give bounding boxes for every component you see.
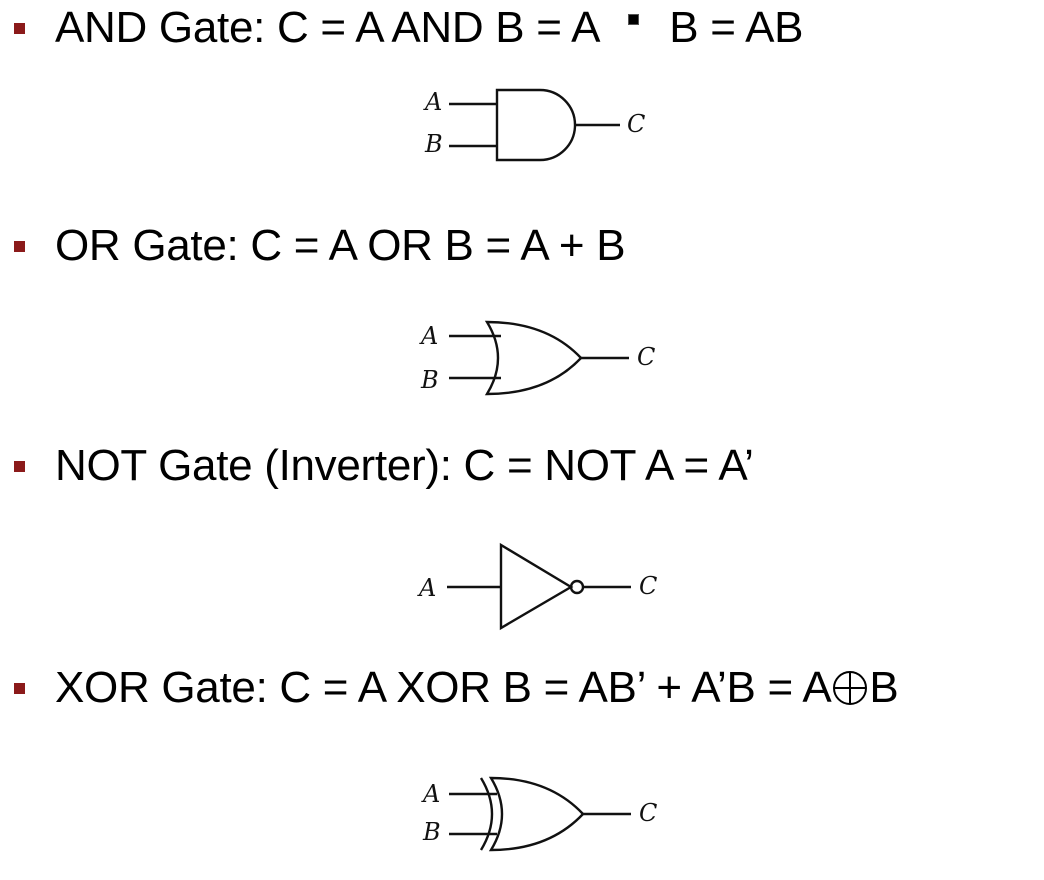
- not-gate-symbol: [499, 542, 574, 631]
- filled-square-operator-icon: [628, 13, 640, 25]
- and-input-a-label: A: [423, 88, 442, 116]
- xor-gate-symbol: [488, 776, 585, 852]
- square-bullet-icon: [14, 682, 25, 694]
- square-bullet-icon: [14, 460, 25, 472]
- not-gate-equation: NOT Gate (Inverter): C = NOT A = A’: [55, 441, 754, 490]
- and-output-c-label: C: [627, 110, 645, 138]
- xor-gate-diagram: A B C: [415, 772, 675, 860]
- and-gate-symbol: [495, 88, 577, 162]
- xor-equation-text: XOR Gate: C = A XOR B = AB’ + A’B = A: [55, 663, 832, 712]
- or-gate-equation: OR Gate: C = A OR B = A + B: [55, 221, 626, 270]
- or-input-a-label: A: [419, 322, 438, 350]
- not-gate-line: NOT Gate (Inverter): C = NOT A = A’: [14, 438, 754, 494]
- xor-gate-line: XOR Gate: C = A XOR B = AB’ + A’B = A B: [14, 660, 899, 716]
- circled-plus-operator-icon: [833, 671, 868, 705]
- not-output-c-label: C: [639, 572, 657, 600]
- xor-input-a-label: A: [421, 780, 440, 808]
- and-gate-line: AND Gate: C = A AND B = A B = AB: [14, 0, 803, 56]
- and-equation-text: AND Gate: C = A AND B = A: [55, 3, 601, 52]
- and-gate-diagram: A B C: [415, 82, 675, 168]
- xor-input-b-label: B: [422, 818, 441, 846]
- or-output-c-label: C: [637, 343, 655, 371]
- or-gate-symbol: [484, 320, 583, 396]
- not-gate-diagram: A C: [415, 540, 675, 632]
- and-input-b-label: B: [424, 130, 443, 158]
- xor-output-c-label: C: [639, 799, 657, 827]
- not-input-a-label: A: [417, 574, 436, 602]
- and-gate-equation: AND Gate: C = A AND B = A B = AB: [55, 0, 803, 56]
- or-gate-diagram: A B C: [415, 316, 675, 402]
- or-gate-line: OR Gate: C = A OR B = A + B: [14, 218, 626, 274]
- or-input-b-label: B: [420, 366, 439, 394]
- and-equation-result: B = AB: [669, 3, 804, 52]
- xor-equation-result: B: [869, 663, 899, 712]
- xor-gate-equation: XOR Gate: C = A XOR B = AB’ + A’B = A B: [55, 660, 899, 716]
- square-bullet-icon: [14, 22, 25, 34]
- square-bullet-icon: [14, 240, 25, 252]
